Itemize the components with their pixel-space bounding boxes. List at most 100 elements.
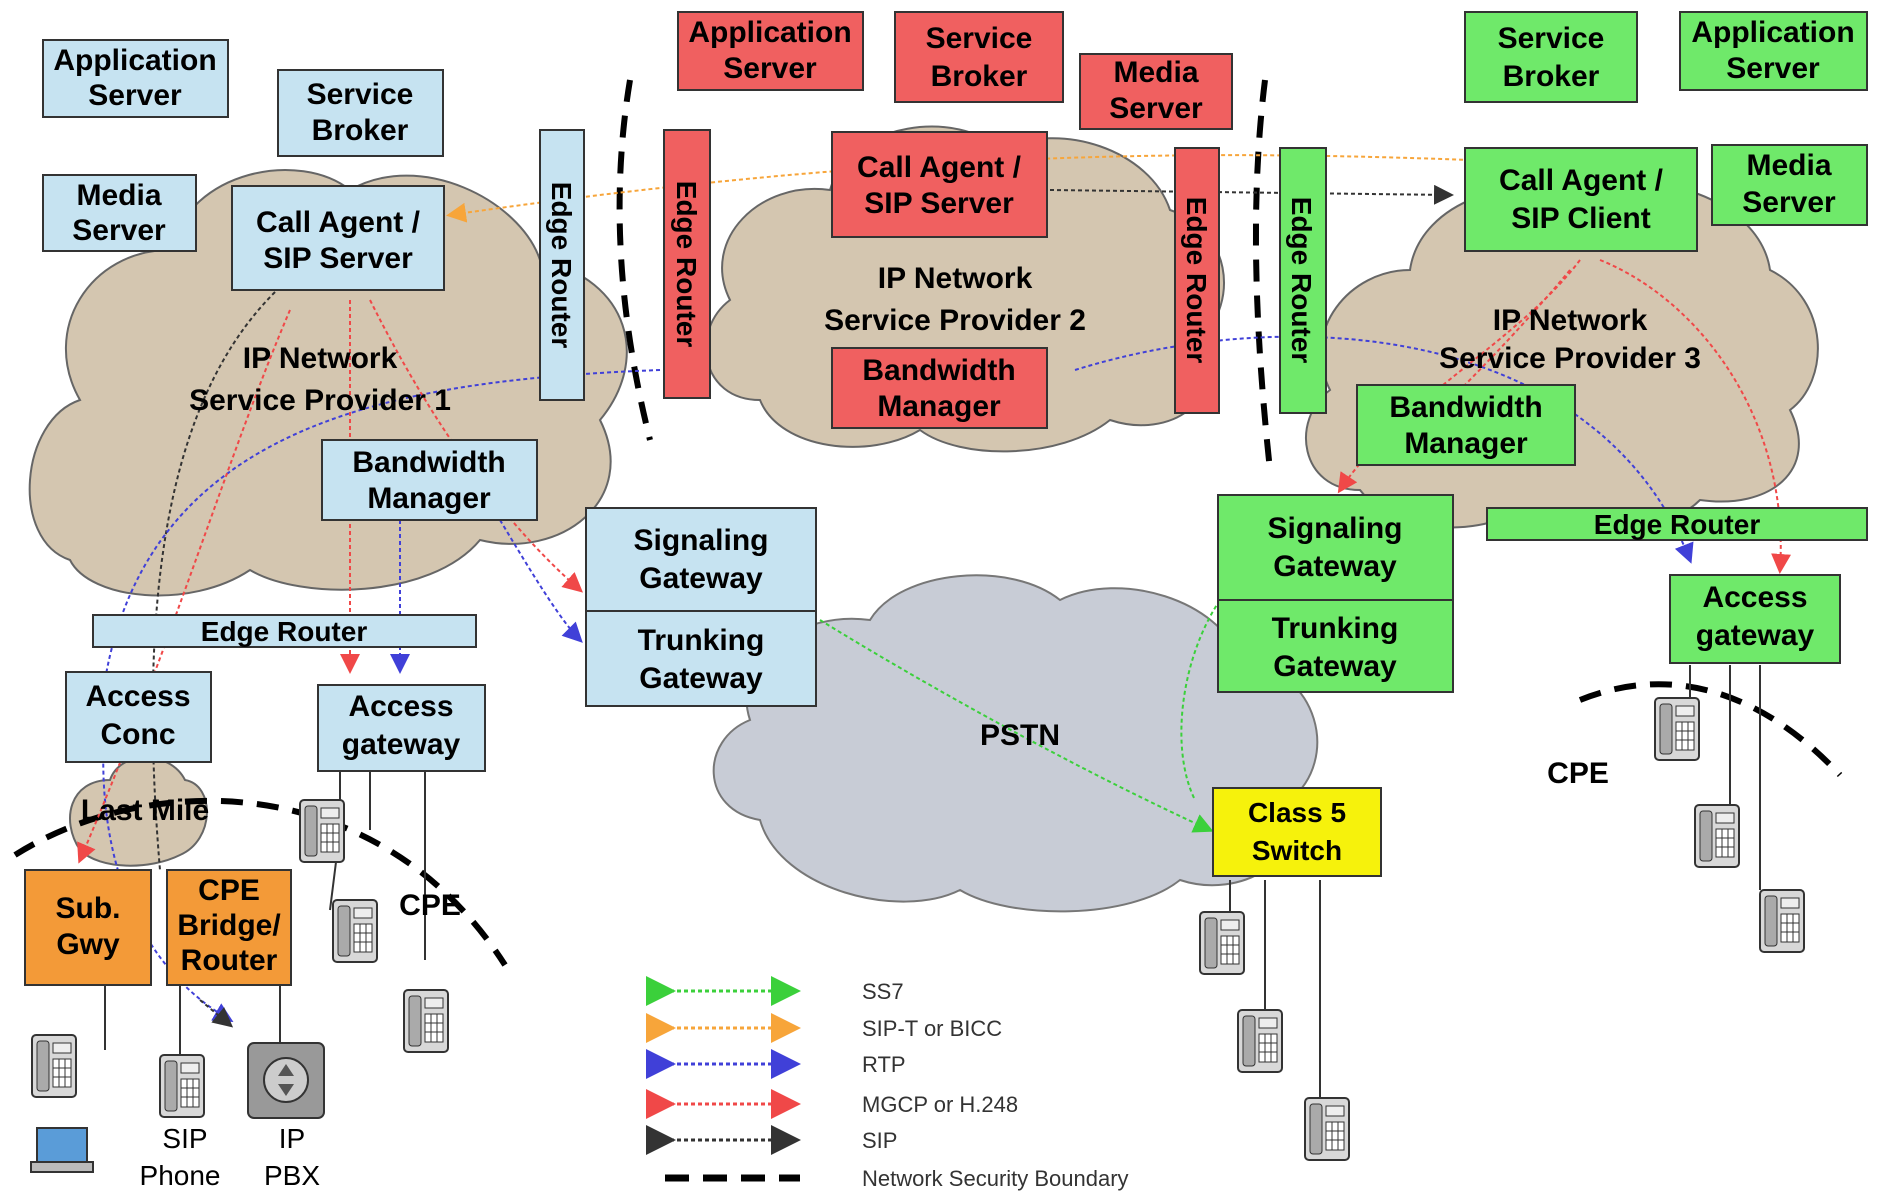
security-boundary-1 xyxy=(616,79,653,441)
sp1-edge-router-horizontal-box xyxy=(92,614,477,648)
sp2-bandwidth-manager-label-1: Bandwidth xyxy=(862,354,1015,387)
sp1-network-label-1: IP Network xyxy=(243,342,398,375)
last-mile-label: Last Mile xyxy=(81,794,209,827)
sp1-media-server-label-2: Server xyxy=(72,214,166,247)
right-trunking-gateway-label-1: Trunking xyxy=(1272,612,1399,645)
security-boundary-cpe-3 xyxy=(1578,681,1843,778)
sp3-edge-router-vertical-box xyxy=(1279,147,1327,414)
center-trunking-gateway-label-1: Trunking xyxy=(638,624,765,657)
sp2-bandwidth-manager-label-2: Manager xyxy=(877,390,1001,423)
center-signaling-gateway-label-2: Gateway xyxy=(639,562,763,595)
sp1-application-server-label-2: Server xyxy=(88,79,182,112)
cpe-label-sp3: CPE xyxy=(1547,757,1609,790)
ip-pbx-label-2: PBX xyxy=(264,1160,320,1191)
sp1-bandwidth-manager-label-1: Bandwidth xyxy=(352,446,505,479)
right-signaling-gateway-label-1: Signaling xyxy=(1268,512,1403,545)
sp2-bandwidth-manager-box xyxy=(831,347,1048,429)
right-signaling-gateway-box xyxy=(1217,494,1454,601)
sp2-edge-router-right-label: Edge Router xyxy=(1181,197,1212,364)
computer-icon xyxy=(30,1127,94,1173)
sp1-edge-router-vertical-label: Edge Router xyxy=(546,182,577,349)
sp3-bandwidth-manager-label-2: Manager xyxy=(1404,427,1528,460)
sp3-media-server-label-1: Media xyxy=(1746,149,1831,182)
sp1-bandwidth-manager-label-2: Manager xyxy=(367,482,491,515)
security-boundary-cpe-1 xyxy=(13,797,508,967)
sp1-access-gateway-label-1: Access xyxy=(348,690,453,723)
sp3-call-agent-label-1: Call Agent / xyxy=(1499,164,1664,197)
ip-pbx-label-1: IP xyxy=(279,1123,305,1154)
sub-gwy-box xyxy=(24,869,152,986)
sp2-media-server-label-1: Media xyxy=(1113,56,1198,89)
cpe-bridge-router-box xyxy=(166,869,292,986)
center-trunking-gateway-label-2: Gateway xyxy=(639,662,763,695)
cpe-bridge-router-label-2: Bridge/ xyxy=(177,909,281,942)
sip-phone-label-1: SIP xyxy=(162,1123,207,1154)
security-boundary-2 xyxy=(1252,79,1273,471)
sp3-access-gateway-box xyxy=(1669,574,1841,664)
sp1-call-agent-box xyxy=(231,185,445,291)
sp2-call-agent-label-2: SIP Server xyxy=(864,187,1014,220)
sp1-network-label-2: Service Provider 1 xyxy=(189,384,451,417)
sp2-call-agent-box xyxy=(831,131,1048,238)
sp3-edge-router-vertical-label: Edge Router xyxy=(1286,197,1317,364)
class5-switch-label-1: Class 5 xyxy=(1248,797,1346,828)
sp2-edge-router-left-label: Edge Router xyxy=(671,181,702,348)
phone-icon xyxy=(403,989,449,1053)
sp2-call-agent-label-1: Call Agent / xyxy=(857,151,1022,184)
phone-icon xyxy=(1199,911,1245,975)
sp2-application-server-label-2: Server xyxy=(723,52,817,85)
sp1-application-server-box xyxy=(42,39,229,118)
sp1-access-conc-label-2: Conc xyxy=(101,718,176,751)
sp3-application-server-box xyxy=(1679,11,1868,91)
legend-sip-t-label: SIP-T or BICC xyxy=(862,1016,1002,1041)
sp1-bandwidth-manager-box xyxy=(321,439,538,521)
pstn-label: PSTN xyxy=(980,719,1060,752)
sp3-service-broker-label-2: Broker xyxy=(1503,60,1600,93)
sp2-application-server-box xyxy=(677,11,864,91)
ip-pbx-icon xyxy=(247,1042,325,1119)
sp2-network-label-2: Service Provider 2 xyxy=(824,304,1086,337)
center-signaling-gateway-label-1: Signaling xyxy=(634,524,769,557)
sp2-media-server-label-2: Server xyxy=(1109,92,1203,125)
sp3-access-gateway-label-1: Access xyxy=(1702,581,1807,614)
sp3-bandwidth-manager-box xyxy=(1356,384,1576,466)
sp1-media-server-box xyxy=(42,174,197,252)
sp3-call-agent-box xyxy=(1464,147,1698,252)
sp3-service-broker-label-1: Service xyxy=(1498,22,1605,55)
sp3-media-server-label-2: Server xyxy=(1742,186,1836,219)
legend: SS7 SIP-T or BICC RTP MGCP or H.248 SIP … xyxy=(646,976,1129,1191)
sp1-edge-router-horizontal-label: Edge Router xyxy=(201,616,368,647)
phone-icon xyxy=(1304,1097,1350,1161)
right-signaling-gateway-label-2: Gateway xyxy=(1273,550,1397,583)
legend-mgcp-label: MGCP or H.248 xyxy=(862,1092,1018,1117)
sp1-access-gateway-label-2: gateway xyxy=(342,728,461,761)
phone-icon xyxy=(1654,697,1700,761)
sp2-service-broker-box xyxy=(894,11,1064,103)
sp1-service-broker-box xyxy=(277,69,444,157)
sp1-access-conc-box xyxy=(65,671,212,763)
sp3-edge-router-horizontal-box xyxy=(1486,507,1868,541)
sp3-call-agent-label-2: SIP Client xyxy=(1511,202,1650,235)
right-trunking-gateway-box xyxy=(1217,599,1454,693)
sip-phone-label-2: Phone xyxy=(140,1160,221,1191)
sp3-application-server-label-1: Application xyxy=(1691,16,1854,49)
cpe-bridge-router-label-3: Router xyxy=(181,944,278,977)
sp2-edge-router-left-box xyxy=(663,129,711,399)
sp1-access-conc-label-1: Access xyxy=(85,680,190,713)
sp1-application-server-label-1: Application xyxy=(53,44,216,77)
phone-icon xyxy=(332,899,378,963)
sp3-bandwidth-manager-label-1: Bandwidth xyxy=(1389,391,1542,424)
sub-gwy-label-1: Sub. xyxy=(56,892,121,925)
class5-switch-box xyxy=(1212,787,1382,877)
sip-phone-icon xyxy=(159,1054,205,1118)
phone-icon xyxy=(1237,1009,1283,1073)
legend-rtp-label: RTP xyxy=(862,1052,906,1077)
phone-icon xyxy=(31,1034,77,1098)
phone-icon xyxy=(299,799,345,863)
sp3-service-broker-box xyxy=(1464,11,1638,103)
sp2-edge-router-right-box xyxy=(1174,147,1220,414)
sp2-network-label-1: IP Network xyxy=(878,262,1033,295)
sp3-application-server-label-2: Server xyxy=(1726,52,1820,85)
sp1-call-agent-label-1: Call Agent / xyxy=(256,206,421,239)
